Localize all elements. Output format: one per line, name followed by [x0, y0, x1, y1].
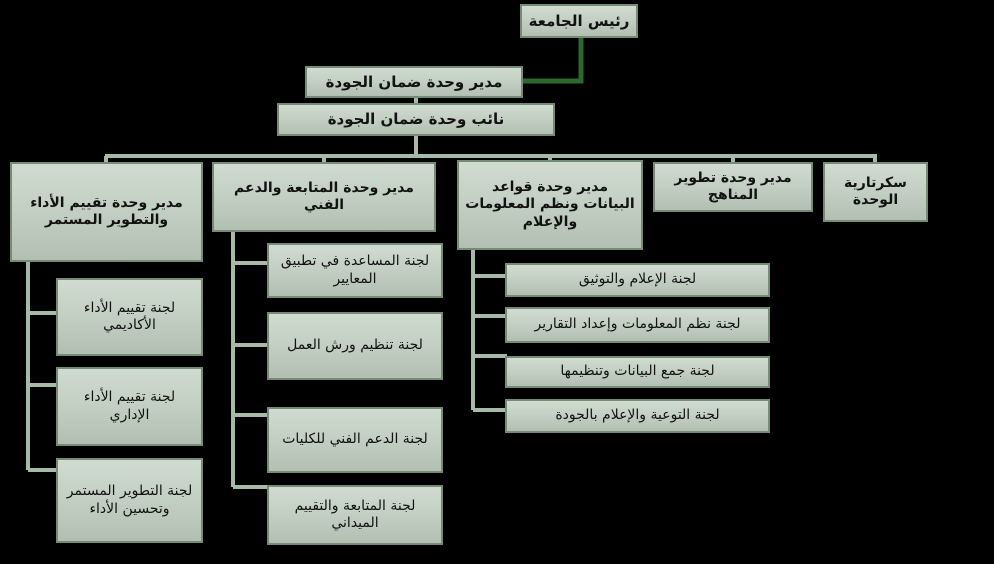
node-committee-data-collection: لجنة جمع البيانات وتنظيمها — [505, 356, 770, 388]
node-branch-performance-evaluation: مدير وحدة تقييم الأداء والتطوير المستمر — [10, 162, 203, 262]
node-committee-administrative-performance: لجنة تقييم الأداء الإداري — [56, 367, 203, 446]
node-committee-media-documentation: لجنة الإعلام والتوثيق — [505, 263, 770, 297]
node-committee-standards-assistance: لجنة المساعدة في تطبيق المعايير — [267, 243, 443, 298]
node-committee-field-evaluation: لجنة المتابعة والتقييم الميداني — [267, 485, 443, 545]
node-committee-information-systems-reports: لجنة نظم المعلومات وإعداد التقارير — [505, 307, 770, 343]
node-branch-databases-media: مدير وحدة قواعد البيانات ونظم المعلومات … — [457, 160, 643, 250]
president-director-connector — [523, 38, 584, 84]
node-unit-secretariat: سكرتارية الوحدة — [823, 162, 928, 222]
node-president: رئيس الجامعة — [520, 4, 638, 38]
node-committee-college-technical-support: لجنة الدعم الفني للكليات — [267, 407, 443, 473]
node-committee-continuous-improvement: لجنة التطوير المستمر وتحسين الأداء — [56, 458, 203, 543]
node-committee-academic-performance: لجنة تقييم الأداء الأكاديمي — [56, 278, 203, 356]
node-quality-unit-director: مدير وحدة ضمان الجودة — [305, 66, 523, 98]
node-committee-workshops: لجنة تنظيم ورش العمل — [267, 312, 443, 380]
node-quality-unit-deputy: نائب وحدة ضمان الجودة — [277, 103, 555, 136]
node-branch-followup-support: مدير وحدة المتابعة والدعم الفني — [212, 162, 436, 232]
node-branch-curriculum-development: مدير وحدة تطوير المناهج — [653, 162, 813, 212]
node-committee-quality-awareness: لجنة التوعية والإعلام بالجودة — [505, 399, 770, 433]
